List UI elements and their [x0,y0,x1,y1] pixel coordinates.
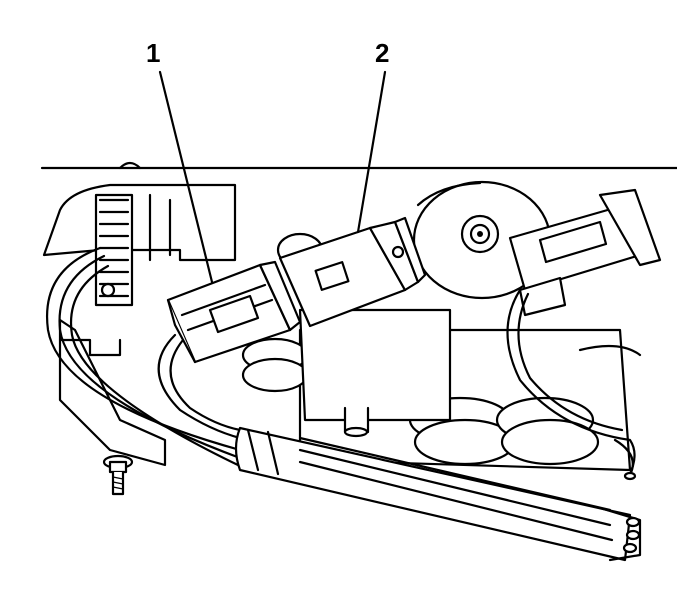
coil-body [241,232,642,472]
housing-top-edge [40,161,677,170]
callout-2-leader [356,70,387,234]
connector-2 [278,216,427,328]
callout-1-label: 1 [146,38,160,68]
callout-1-leader [158,70,214,284]
wire-harness [46,246,637,481]
left-bracket [42,183,237,467]
mounting-screw [102,454,134,496]
connector-right [508,188,662,317]
harness-sleeve [234,426,642,562]
actuator-motor [412,180,552,300]
connector-1 [166,260,302,364]
callout-2-label: 2 [375,38,389,68]
